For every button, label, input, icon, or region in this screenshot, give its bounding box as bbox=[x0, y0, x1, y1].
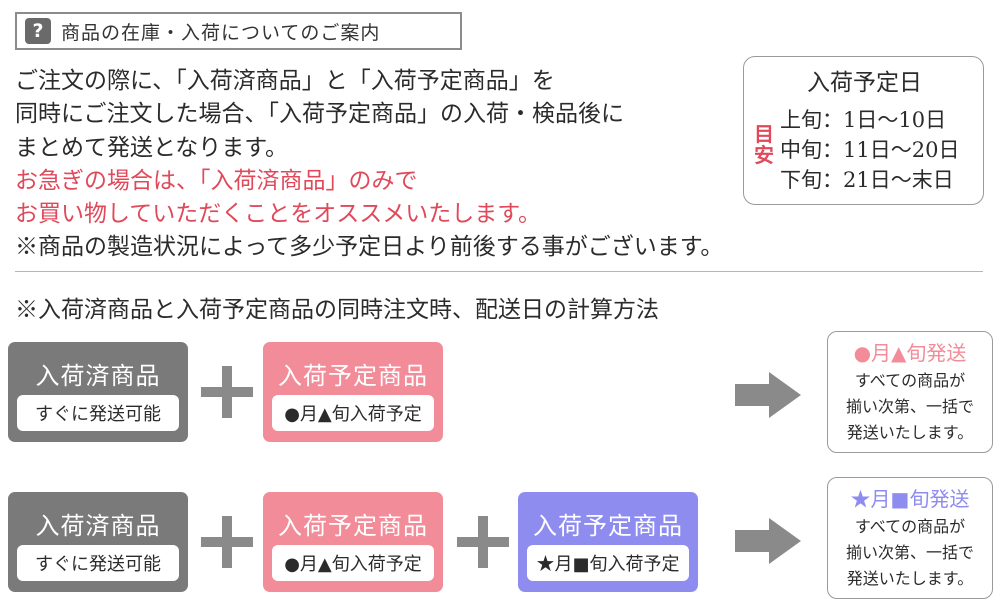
arrow-right-icon bbox=[735, 372, 801, 418]
section-title: ※入荷済商品と入荷予定商品の同時注文時、配送日の計算方法 bbox=[15, 297, 659, 323]
result-description: すべての商品が 揃い次第、一括で 発送いたします。 bbox=[828, 514, 992, 592]
divider bbox=[15, 271, 983, 272]
result-box: ●月▲旬発送 すべての商品が 揃い次第、一括で 発送いたします。 bbox=[827, 331, 993, 453]
notice-header: ? 商品の在庫・入荷についてのご案内 bbox=[15, 12, 462, 50]
card-subtitle: ●月▲旬入荷予定 bbox=[272, 395, 434, 431]
result-line: すべての商品が bbox=[854, 371, 966, 390]
card-incoming: 入荷予定商品 ●月▲旬入荷予定 bbox=[263, 492, 443, 592]
arrow-right-icon bbox=[735, 518, 801, 564]
schedule-row-mid: 中旬：11日〜20日 bbox=[780, 138, 960, 162]
schedule-box: 入荷予定日 目安 上旬：1日〜10日 中旬：11日〜20日 下旬：21日〜末日 bbox=[743, 56, 984, 205]
result-line: 発送いたします。 bbox=[846, 569, 974, 588]
result-ship-date: ★月■旬発送 bbox=[850, 487, 970, 511]
plus-icon bbox=[457, 516, 509, 568]
schedule-title: 入荷予定日 bbox=[807, 70, 922, 96]
intro-line-6: ※商品の製造状況によって多少予定日より前後する事がございます。 bbox=[15, 234, 724, 260]
schedule-row-early: 上旬：1日〜10日 bbox=[780, 108, 947, 132]
result-line: 揃い次第、一括で bbox=[845, 397, 974, 416]
intro-line-2: 同時にご注文した場合、「入荷予定商品」の入荷・検品後に bbox=[15, 101, 625, 127]
question-icon: ? bbox=[25, 18, 51, 44]
schedule-guide-mark: 目安 bbox=[754, 122, 774, 167]
card-subtitle: すぐに発送可能 bbox=[17, 395, 179, 431]
schedule-row-late: 下旬：21日〜末日 bbox=[780, 168, 954, 192]
result-line: 揃い次第、一括で bbox=[845, 543, 974, 562]
notice-title: 商品の在庫・入荷についてのご案内 bbox=[61, 21, 381, 44]
card-in-stock: 入荷済商品 すぐに発送可能 bbox=[8, 342, 188, 442]
result-line: すべての商品が bbox=[854, 517, 966, 536]
card-title: 入荷予定商品 bbox=[533, 512, 683, 540]
card-incoming: 入荷予定商品 ●月▲旬入荷予定 bbox=[263, 342, 443, 442]
card-subtitle: ★月■旬入荷予定 bbox=[527, 545, 689, 581]
result-ship-date: ●月▲旬発送 bbox=[853, 341, 967, 365]
card-subtitle: ●月▲旬入荷予定 bbox=[272, 545, 434, 581]
card-title: 入荷済商品 bbox=[35, 512, 161, 540]
plus-icon bbox=[201, 516, 253, 568]
intro-line-3: まとめて発送となります。 bbox=[15, 135, 289, 161]
intro-line-4: お急ぎの場合は、「入荷済商品」のみで bbox=[15, 168, 418, 194]
card-subtitle: すぐに発送可能 bbox=[17, 545, 179, 581]
card-incoming-later: 入荷予定商品 ★月■旬入荷予定 bbox=[518, 492, 698, 592]
intro-line-5: お買い物していただくことをオススメいたします。 bbox=[15, 201, 542, 227]
plus-icon bbox=[201, 366, 253, 418]
card-title: 入荷予定商品 bbox=[278, 512, 428, 540]
result-description: すべての商品が 揃い次第、一括で 発送いたします。 bbox=[828, 368, 992, 446]
result-box: ★月■旬発送 すべての商品が 揃い次第、一括で 発送いたします。 bbox=[827, 477, 993, 599]
intro-line-1: ご注文の際に、「入荷済商品」と「入荷予定商品」を bbox=[15, 68, 555, 94]
card-in-stock: 入荷済商品 すぐに発送可能 bbox=[8, 492, 188, 592]
card-title: 入荷予定商品 bbox=[278, 362, 428, 390]
card-title: 入荷済商品 bbox=[35, 362, 161, 390]
result-line: 発送いたします。 bbox=[846, 423, 974, 442]
